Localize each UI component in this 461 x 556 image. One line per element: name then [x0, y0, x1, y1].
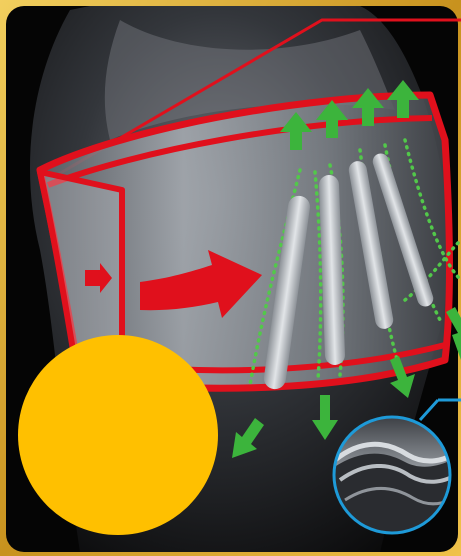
yellow-badge	[18, 335, 218, 535]
